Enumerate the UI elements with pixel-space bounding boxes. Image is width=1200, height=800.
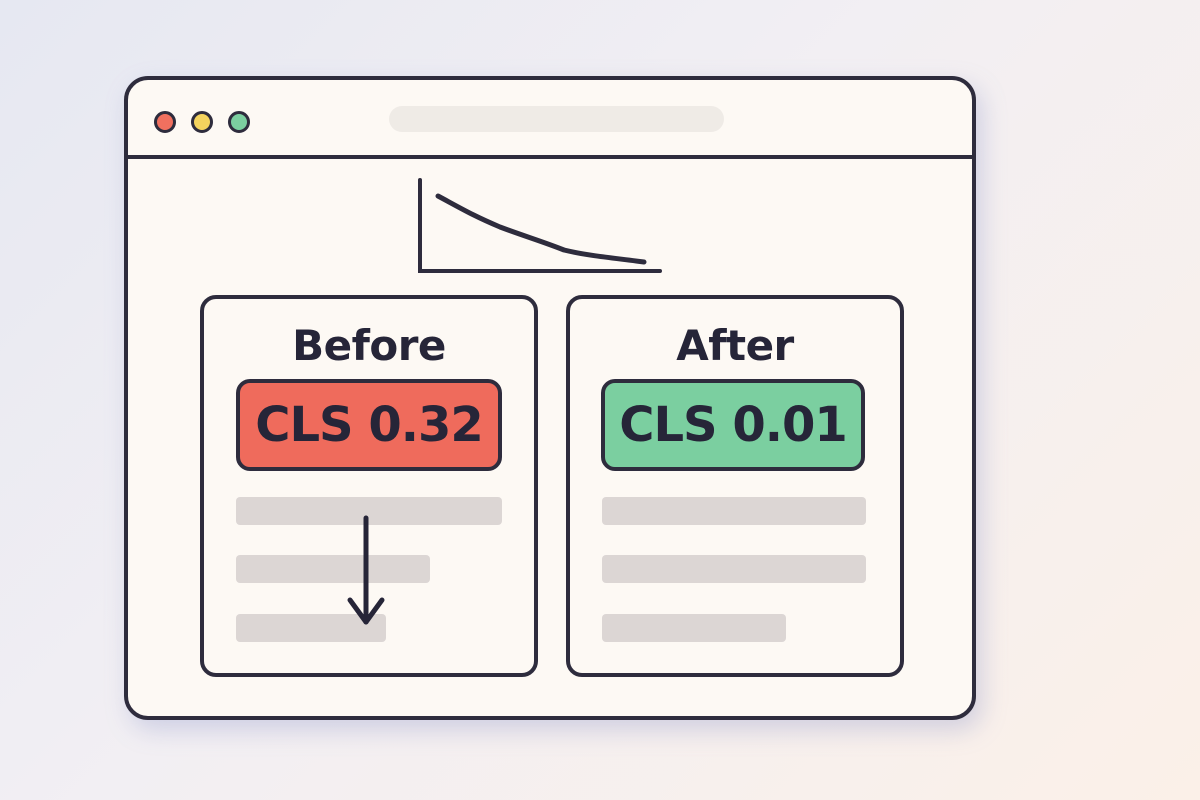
placeholder-line (236, 497, 502, 525)
title-bar (128, 80, 972, 159)
before-cls-badge: CLS 0.32 (236, 379, 502, 471)
before-title: Before (292, 321, 446, 370)
line-chart-icon (418, 178, 662, 273)
down-arrow-icon (347, 515, 385, 625)
after-title: After (676, 321, 794, 370)
minimize-dot-icon[interactable] (191, 111, 213, 133)
close-dot-icon[interactable] (154, 111, 176, 133)
browser-window: Before CLS 0.32 After CLS 0.01 (124, 76, 976, 720)
after-cls-badge: CLS 0.01 (601, 379, 865, 471)
placeholder-line (602, 555, 866, 583)
before-card: Before CLS 0.32 (200, 295, 538, 677)
after-card: After CLS 0.01 (566, 295, 904, 677)
after-cls-value: CLS 0.01 (619, 397, 848, 453)
address-bar[interactable] (389, 106, 724, 132)
placeholder-line (236, 555, 430, 583)
before-cls-value: CLS 0.32 (255, 397, 484, 453)
placeholder-line (602, 497, 866, 525)
maximize-dot-icon[interactable] (228, 111, 250, 133)
placeholder-line (602, 614, 786, 642)
